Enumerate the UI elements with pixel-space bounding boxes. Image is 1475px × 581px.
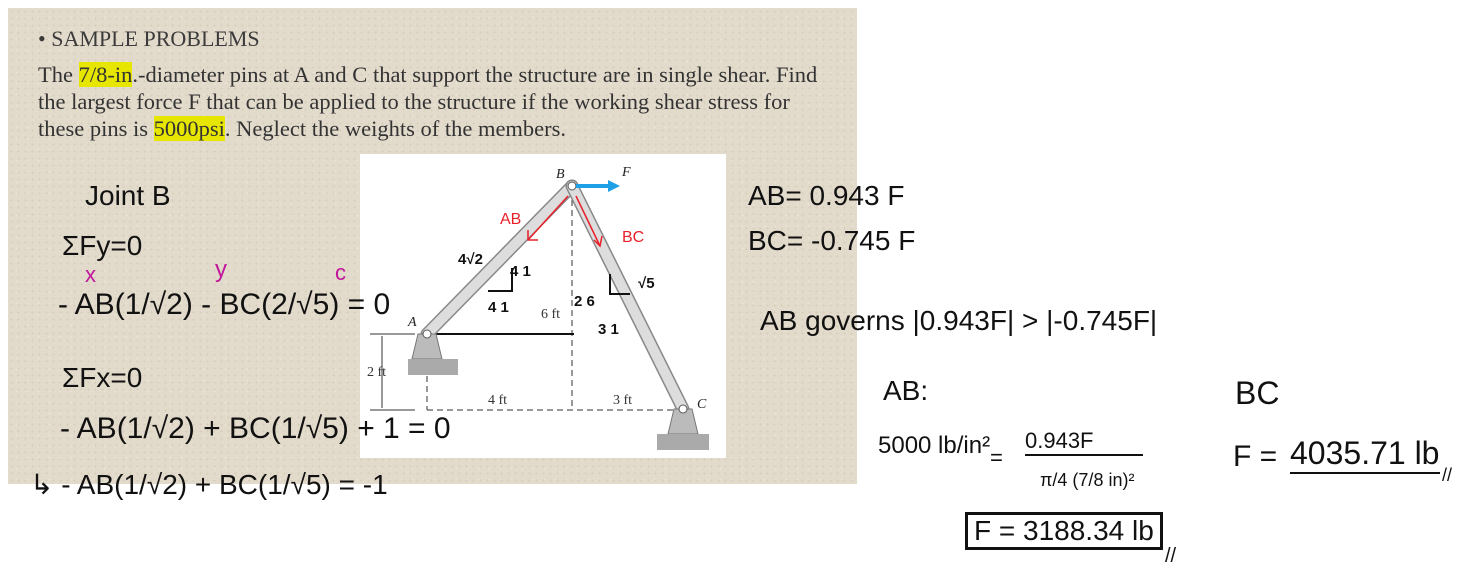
annotation-bc-length: √5 <box>638 275 655 292</box>
note-col-y: y <box>215 256 227 283</box>
truss-drawing: B F A C 2 ft 6 ft 4 ft 3 ft AB BC 4√2 4 … <box>367 165 709 450</box>
annotation-ab-length: 4√2 <box>458 251 483 268</box>
note-ab-heading: AB: <box>883 375 929 406</box>
note-numerator: 0.943F <box>1025 428 1143 456</box>
dimension-lines <box>370 190 680 411</box>
highlight-diameter: 7/8-in <box>78 62 133 87</box>
note-ab-mark: // <box>1165 545 1177 567</box>
note-col-c: c <box>335 260 346 285</box>
problem-text: .-diameter pins at A and C that support … <box>38 62 818 141</box>
note-sum-fx: ΣFx=0 <box>62 362 143 393</box>
note-bc-answer-label: F = <box>1233 440 1278 473</box>
note-col-x: x <box>85 262 96 287</box>
member-ab <box>420 179 579 341</box>
note-stress-lhs: 5000 lb/in² <box>878 432 991 459</box>
note-ab-answer: F = 3188.34 lb <box>965 512 1163 550</box>
note-eq-x: - AB(1/√2) + BC(1/√5) + 1 = 0 <box>60 412 451 445</box>
note-bc-result: BC= -0.745 F <box>748 225 916 256</box>
annotation-bc-run: 3 1 <box>598 321 619 338</box>
note-bc-heading: BC <box>1235 375 1280 411</box>
member-bc <box>565 179 690 416</box>
label-4ft: 4 ft <box>488 393 507 408</box>
problem-text: . Neglect the weights of the members. <box>224 116 567 141</box>
label-c: C <box>697 397 707 412</box>
structure-diagram: B F A C 2 ft 6 ft 4 ft 3 ft AB BC 4√2 4 … <box>360 154 726 458</box>
annotation-ab-rise: 4 1 <box>510 263 531 280</box>
note-bc-mark: // <box>1442 465 1453 485</box>
red-arrows <box>527 195 603 248</box>
problem-text: The <box>38 62 79 87</box>
label-f: F <box>621 165 631 180</box>
note-eq-y: - AB(1/√2) - BC(2/√5) = 0 <box>58 288 391 321</box>
annotation-bc: BC <box>622 229 644 246</box>
support-a <box>408 329 458 375</box>
note-ab-result: AB= 0.943 F <box>748 180 905 211</box>
label-6ft: 6 ft <box>541 307 560 322</box>
note-bc-answer: 4035.71 lb <box>1290 435 1440 474</box>
pin-b <box>567 181 577 191</box>
note-governs: AB governs |0.943F| > |-0.745F| <box>760 305 1158 336</box>
annotation-bc-rise: 2 6 <box>574 293 595 310</box>
annotation-ab-run: 4 1 <box>488 299 509 316</box>
annotation-ab: AB <box>500 211 521 228</box>
label-3ft: 3 ft <box>613 393 632 408</box>
problem-statement: The 7/8-in.-diameter pins at A and C tha… <box>38 61 838 142</box>
highlight-stress: 5000psi <box>153 116 225 141</box>
note-joint: Joint B <box>85 180 171 211</box>
label-a: A <box>407 315 417 330</box>
label-b: B <box>556 167 565 182</box>
note-eq-x2: ↳ - AB(1/√2) + BC(1/√5) = -1 <box>30 469 388 500</box>
note-equals: = <box>990 445 1003 470</box>
label-2ft: 2 ft <box>367 365 386 380</box>
slide-heading: • SAMPLE PROBLEMS <box>38 26 260 51</box>
force-arrow <box>576 180 620 192</box>
note-sum-fy: ΣFy=0 <box>62 230 143 261</box>
support-c <box>657 404 709 450</box>
note-denominator: π/4 (7/8 in)² <box>1040 470 1135 490</box>
